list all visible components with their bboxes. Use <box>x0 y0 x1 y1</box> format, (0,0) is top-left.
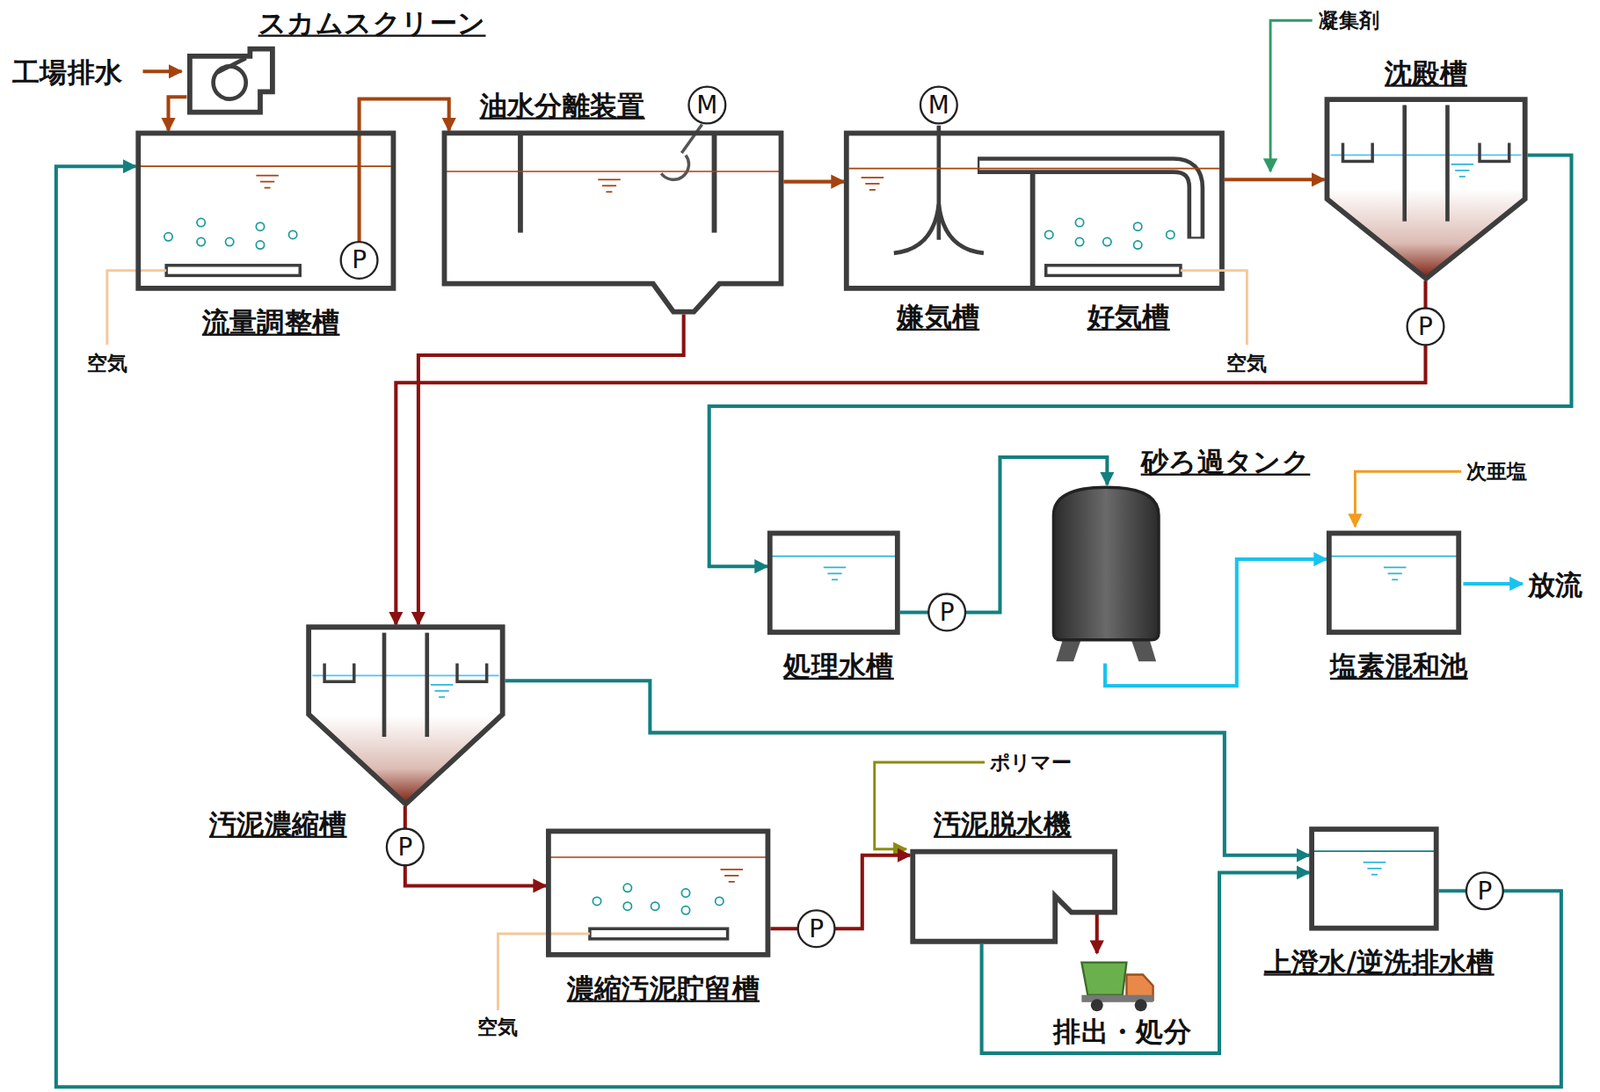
tank-label: 汚泥脱水機 <box>933 807 1072 840</box>
tank-outline <box>1324 96 1528 281</box>
tank: 砂ろ過タンク <box>1051 484 1162 663</box>
tank: 処理水槽 <box>767 530 901 635</box>
annotation: 空気 <box>87 351 128 376</box>
tank-outline <box>305 624 505 807</box>
annotation: 工場排水 <box>12 55 123 88</box>
annotation: 放流 <box>1527 567 1584 600</box>
tank-outline <box>186 45 276 116</box>
tank-label: 砂ろ過タンク <box>1141 445 1311 478</box>
tank: 汚泥脱水機 <box>909 849 1118 945</box>
annotation: 次亜塩 <box>1466 459 1528 484</box>
tank-label: 上澄水/逆洗排水槽 <box>1264 945 1495 978</box>
tank: 汚泥濃縮槽 <box>305 624 505 807</box>
annotation: ポリマー <box>989 750 1072 775</box>
equipment-symbol: P <box>1465 871 1505 910</box>
tank-label: 油水分離装置 <box>480 89 646 122</box>
equipment-symbol: M <box>687 85 727 124</box>
bio-tank-frame <box>846 132 1222 289</box>
equipment-symbol: P <box>385 827 425 866</box>
annotation: 空気 <box>1226 351 1267 376</box>
pipe <box>168 96 188 131</box>
tank: スカムスクリーン <box>186 45 276 116</box>
pipe <box>405 806 546 887</box>
tank-label: 嫌気槽 <box>896 300 980 333</box>
annotation: 凝集剤 <box>1318 8 1381 33</box>
pipe <box>770 855 910 930</box>
dump-truck <box>1081 962 1153 1012</box>
inflow-arrow <box>142 71 182 73</box>
equipment-symbol: M <box>919 85 959 124</box>
discharge-arrow <box>1462 582 1522 584</box>
aeration <box>107 218 1248 1011</box>
pipe <box>56 166 1562 1087</box>
tank: 上澄水/逆洗排水槽 <box>1309 826 1439 931</box>
pipe <box>395 280 1426 625</box>
tank-label: 汚泥濃縮槽 <box>209 807 348 840</box>
tank-label: 流量調整槽 <box>202 305 341 338</box>
tank: 濃縮汚泥貯留槽 <box>545 828 771 957</box>
tank-label: 好気槽 <box>1087 300 1171 333</box>
tank-label: 塩素混和池 <box>1330 649 1469 682</box>
water-levels <box>138 166 1459 882</box>
chemical-dosing <box>874 20 1462 849</box>
tank-label: 濃縮汚泥貯留槽 <box>567 972 760 1004</box>
mixer <box>894 125 984 254</box>
annotation: 排出・処分 <box>1053 1014 1192 1047</box>
equipment-symbol: P <box>927 592 967 632</box>
cake-outlet <box>1096 914 1098 953</box>
tank: 嫌気槽 <box>843 130 1033 291</box>
tank-outline <box>909 849 1118 945</box>
equipment-symbol: P <box>340 240 379 280</box>
equipment-symbol: P <box>1405 306 1445 346</box>
tank-label: スカムスクリーン <box>258 7 487 39</box>
tank: 沈殿槽 <box>1324 96 1528 281</box>
tank: 好気槽 <box>1032 130 1225 291</box>
tank: 塩素混和池 <box>1326 530 1462 635</box>
tank: 油水分離装置 <box>442 130 785 315</box>
transfer-pipe <box>977 165 1196 240</box>
tank-label: 沈殿槽 <box>1384 57 1468 89</box>
tank-label: 処理水槽 <box>783 649 894 682</box>
pump-riser <box>358 130 360 244</box>
annotation: 空気 <box>477 1014 518 1039</box>
pipe <box>418 313 684 625</box>
pipe <box>1224 177 1325 182</box>
tank-outline <box>1051 484 1162 663</box>
pipe <box>783 180 844 184</box>
equipment-symbol: P <box>797 909 837 948</box>
tank-outline <box>442 130 785 315</box>
pipe <box>359 99 450 131</box>
